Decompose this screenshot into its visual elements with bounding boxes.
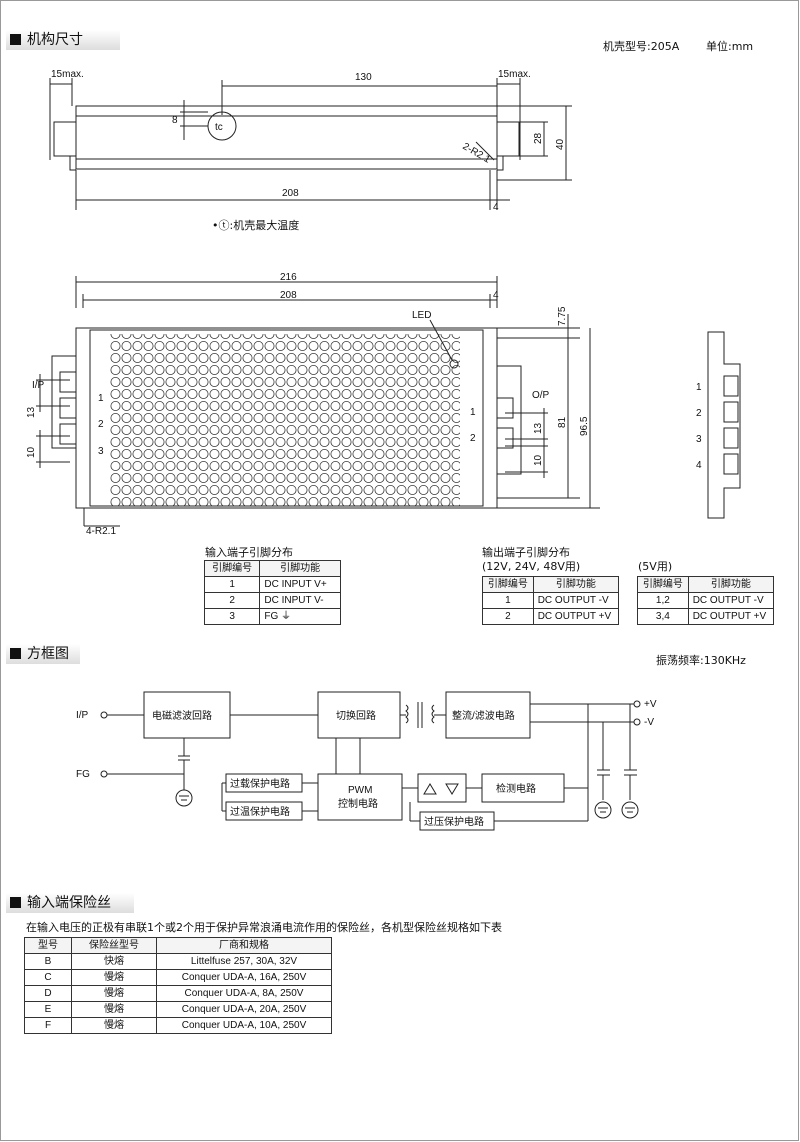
dim-right-max: 15max. <box>498 69 531 80</box>
tc-label: tc <box>215 122 223 133</box>
dim-height-28: 28 <box>533 132 544 144</box>
block-pwm: PWM <box>348 785 372 796</box>
section-title-block: 方框图 <box>6 644 80 664</box>
dim-7-75: 7.75 <box>557 306 568 326</box>
dim-96-5: 96.5 <box>579 416 590 436</box>
dim-height-40: 40 <box>555 138 566 150</box>
block-olp: 过载保护电路 <box>230 777 290 790</box>
dim-length: 130 <box>355 72 372 83</box>
dim-edge: 4 <box>493 202 499 213</box>
th: 引脚编号 <box>203 560 261 577</box>
dim-pitch-out: 13 <box>533 422 544 434</box>
section-title-dimensions: 机构尺寸 <box>6 30 120 50</box>
block-otp: 过温保护电路 <box>230 805 290 818</box>
dim-left-max: 15max. <box>51 69 84 80</box>
fuse-intro: 在输入电压的正极有串联1个或2个用于保护异常浪涌电流作用的保险丝，各机型保险丝规… <box>26 921 502 934</box>
dim-radius: 2-R2.1 <box>461 141 493 166</box>
th: 引脚功能 <box>259 560 341 577</box>
side-pin-3: 3 <box>696 434 702 445</box>
in-pin-1: 1 <box>98 393 104 404</box>
side-pin-2: 2 <box>696 408 702 419</box>
dim-pitch-in2: 10 <box>26 446 37 458</box>
out-pin-1: 1 <box>470 407 476 418</box>
block-ip: I/P <box>76 710 89 721</box>
block-fg: FG <box>76 769 90 780</box>
dim-overall: 216 <box>280 272 297 283</box>
section-title-fuse: 输入端保险丝 <box>6 893 134 913</box>
dim-base: 208 <box>282 188 299 199</box>
side-pin-1: 1 <box>696 382 702 393</box>
top-view-drawing: 15max. 130 15max. 8 tc 2-R2.1 28 40 208 … <box>49 69 572 213</box>
block-diagram: I/P FG 电磁滤波回路 切换回路 整流/滤波电路 +V -V 过载保护电路 … <box>76 691 657 831</box>
output-table-subtitle: (12V, 24V, 48V用) <box>482 560 581 573</box>
ip-label: I/P <box>32 380 45 391</box>
block-ovp: 过压保护电路 <box>424 815 484 828</box>
block-rect: 整流/滤波电路 <box>452 709 515 722</box>
block-minus-v: -V <box>644 717 654 728</box>
out-pin-2: 2 <box>470 433 476 444</box>
output-5v-title: (5V用) <box>638 560 673 573</box>
dim-front-edge: 4 <box>493 290 499 301</box>
block-detect: 检测电路 <box>496 782 536 795</box>
side-pin-4: 4 <box>696 460 702 471</box>
in-pin-3: 3 <box>98 446 104 457</box>
led-label: LED <box>412 310 431 321</box>
dim-inner: 208 <box>280 290 297 301</box>
dim-front-radius: 4-R2.1 <box>86 526 116 537</box>
op-label: O/P <box>532 390 550 401</box>
dim-pitch-in: 13 <box>26 406 37 418</box>
tc-icon: •ⓣ: <box>212 219 234 232</box>
case-model: 机壳型号:205A <box>603 40 680 53</box>
tc-note: •ⓣ:机壳最大温度 <box>212 219 300 232</box>
input-table-title: 输入端子引脚分布 <box>205 546 293 559</box>
block-switch: 切换回路 <box>336 709 376 722</box>
block-pwm-ctrl: 控制电路 <box>338 797 378 810</box>
oscillation-frequency: 振荡频率:130KHz <box>656 654 746 667</box>
dim-depth: 8 <box>172 115 178 126</box>
output-table-title: 输出端子引脚分布 <box>482 546 570 559</box>
dim-pitch-out2: 10 <box>533 454 544 466</box>
in-pin-2: 2 <box>98 419 104 430</box>
front-view-drawing: 216 208 4 LED I/P O/P 13 10 1 2 3 1 2 13… <box>26 272 741 537</box>
block-emi: 电磁滤波回路 <box>152 709 212 722</box>
unit-label: 单位:mm <box>706 40 754 53</box>
section-label: 机构尺寸 <box>27 32 83 48</box>
dim-81: 81 <box>557 416 568 428</box>
block-plus-v: +V <box>644 699 657 710</box>
